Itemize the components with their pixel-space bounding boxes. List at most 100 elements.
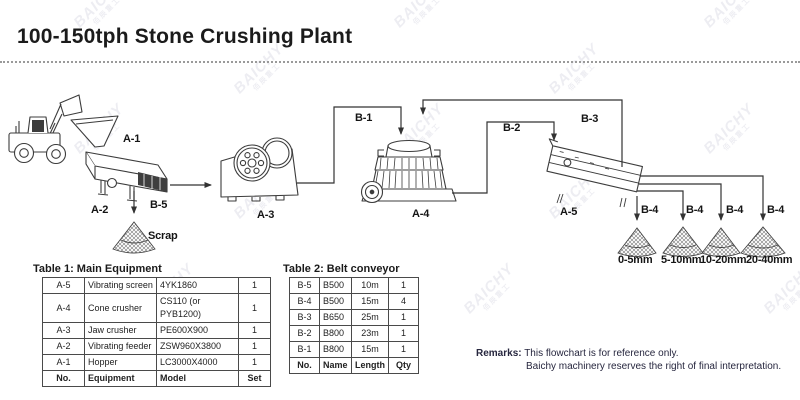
table-cell: A-1: [42, 354, 85, 371]
table-row: A-1 Hopper LC3000X4000 1: [42, 354, 271, 371]
table-cell: ZSW960X3800: [156, 338, 239, 355]
table-cell: Vibrating feeder: [84, 338, 157, 355]
table-cell: Model: [156, 370, 239, 387]
vibrating-feeder-icon: [85, 151, 168, 202]
label-size-0-5: 0-5mm: [618, 254, 653, 266]
table-row: A-3 Jaw crusher PE600X900 1: [42, 322, 271, 339]
table-cell: PE600X900: [156, 322, 239, 339]
label-b1: B-1: [355, 112, 373, 124]
table-cell: 1: [388, 277, 419, 294]
table-cell: 1: [238, 277, 271, 294]
table-cell: 1: [388, 325, 419, 342]
remarks-line2: Baichy machinery reserves the right of f…: [526, 361, 782, 372]
table-cell: 25m: [351, 309, 389, 326]
table-cell: B-4: [289, 293, 320, 310]
conveyor-b1-line: [297, 106, 404, 184]
table-cell: B500: [319, 293, 352, 310]
label-a2: A-2: [91, 204, 109, 216]
table-cell: B800: [319, 325, 352, 342]
table-cell: CS110 (or PYB1200): [156, 293, 239, 323]
label-a3: A-3: [257, 209, 275, 221]
label-b3: B-3: [581, 113, 599, 125]
label-size-10-20: 10-20mm: [700, 254, 747, 266]
table-cell: 1: [388, 341, 419, 358]
table-cell: 1: [238, 293, 271, 323]
table-cell: 1: [238, 322, 271, 339]
table-cell: B500: [319, 277, 352, 294]
label-a4: A-4: [412, 208, 430, 220]
table-cell: 10m: [351, 277, 389, 294]
jaw-crusher-icon: [220, 137, 299, 202]
table-row: A-4 Cone crusher CS110 (or PYB1200) 1: [42, 293, 271, 323]
product-pile-5-10: [662, 226, 704, 257]
table-cell: A-4: [42, 293, 85, 323]
product-pile-0-5: [617, 227, 657, 257]
table-row: B-2 B800 23m 1: [289, 325, 419, 342]
product-pile-10-20: [701, 227, 741, 257]
table2-title: Table 2: Belt conveyor: [283, 263, 400, 275]
table-cell: 4YK1860: [156, 277, 239, 294]
table-cell: Hopper: [84, 354, 157, 371]
conveyor-b3-line: [420, 99, 623, 167]
table-cell: Equipment: [84, 370, 157, 387]
label-b4-2: B-4: [686, 204, 704, 216]
cone-crusher-icon: [360, 139, 457, 204]
table-row: B-1 B800 15m 1: [289, 341, 419, 358]
dotted-divider: [0, 61, 800, 63]
remarks-label: Remarks:: [476, 348, 522, 359]
table-cell: Vibrating screen: [84, 277, 157, 294]
product-pile-20-40: [740, 226, 786, 258]
table-cell: 1: [238, 338, 271, 355]
table-cell: Name: [319, 357, 352, 374]
table1-title: Table 1: Main Equipment: [33, 263, 162, 275]
vibrating-screen-icon: [546, 138, 643, 208]
table-cell: A-3: [42, 322, 85, 339]
table-cell: B-2: [289, 325, 320, 342]
label-a1: A-1: [123, 133, 141, 145]
table-cell: Jaw crusher: [84, 322, 157, 339]
remarks: Remarks: This flowchart is for reference…: [476, 347, 781, 373]
table-cell: B650: [319, 309, 352, 326]
label-b5: B-5: [150, 199, 168, 211]
table-cell: A-5: [42, 277, 85, 294]
table-cell: LC3000X4000: [156, 354, 239, 371]
label-b4-3: B-4: [726, 204, 744, 216]
table-cell: B-1: [289, 341, 320, 358]
table-cell: 15m: [351, 341, 389, 358]
table-row: B-4 B500 15m 4: [289, 293, 419, 310]
table-cell: 1: [238, 354, 271, 371]
table-cell: Qty: [388, 357, 419, 374]
wheel-loader-icon: [8, 94, 83, 165]
label-b4-1: B-4: [641, 204, 659, 216]
table-row: B-3 B650 25m 1: [289, 309, 419, 326]
label-b2: B-2: [503, 122, 521, 134]
table-header-row: No. Equipment Model Set: [42, 370, 271, 387]
table-cell: Set: [238, 370, 271, 387]
table-cell: Cone crusher: [84, 293, 157, 323]
remarks-line1: This flowchart is for reference only.: [524, 348, 679, 359]
page-title: 100-150tph Stone Crushing Plant: [17, 25, 353, 48]
table-cell: B-3: [289, 309, 320, 326]
table-cell: 23m: [351, 325, 389, 342]
label-size-20-40: 20-40mm: [746, 254, 793, 266]
table-row: A-5 Vibrating screen 4YK1860 1: [42, 277, 271, 294]
table-row: B-5 B500 10m 1: [289, 277, 419, 294]
table-cell: 4: [388, 293, 419, 310]
table-row: A-2 Vibrating feeder ZSW960X3800 1: [42, 338, 271, 355]
table-cell: No.: [289, 357, 320, 374]
label-scrap: Scrap: [148, 230, 178, 242]
table-cell: Length: [351, 357, 389, 374]
table-cell: No.: [42, 370, 85, 387]
table-cell: A-2: [42, 338, 85, 355]
hopper-icon: [70, 115, 119, 148]
table-cell: 15m: [351, 293, 389, 310]
